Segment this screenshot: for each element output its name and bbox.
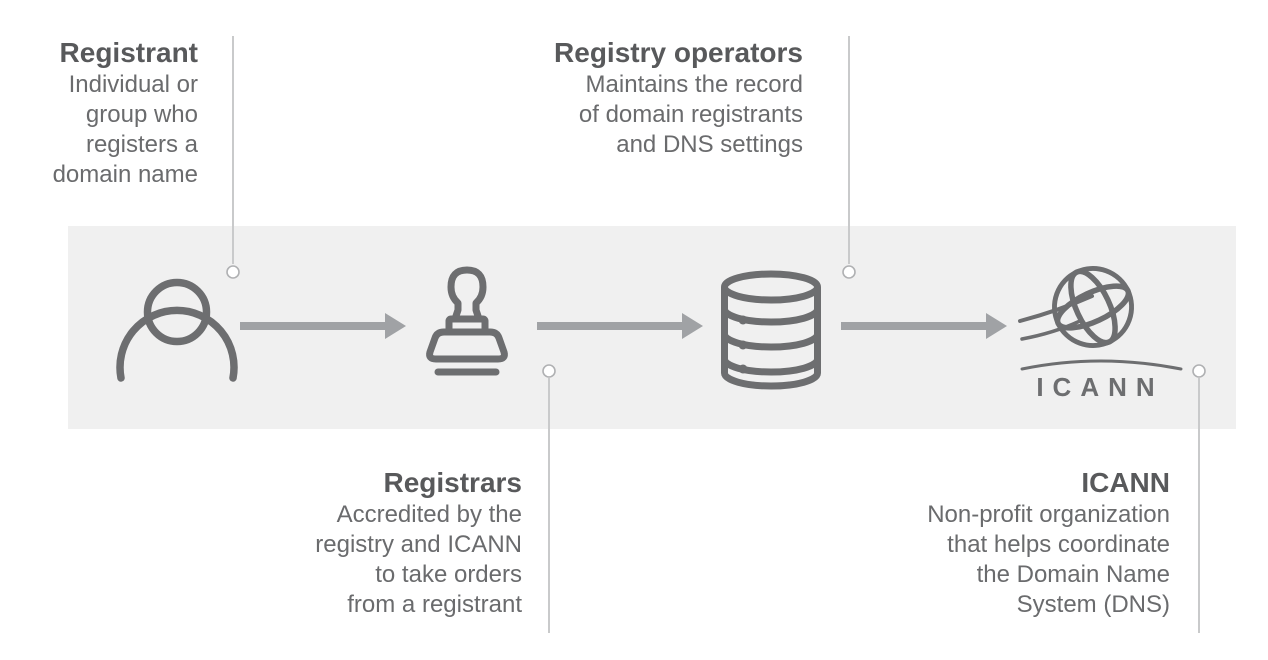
database-icon <box>721 270 821 390</box>
globe-swoosh-icon <box>1020 319 1082 341</box>
icann-callout <box>1192 364 1206 633</box>
registry-operators-callout <box>842 36 856 279</box>
person-icon <box>116 278 238 382</box>
callout-dot <box>1192 364 1206 378</box>
icann-globe-logo <box>1018 266 1183 371</box>
flow-arrow-registrars-to-registry <box>537 313 703 339</box>
flow-arrow-registry-to-icann <box>841 313 1007 339</box>
callout-dot <box>842 265 856 279</box>
icann-logo-wordmark: ICANN <box>1036 372 1164 402</box>
icann-title: ICANN <box>1081 467 1170 498</box>
globe-swoosh-icon <box>1018 294 1094 323</box>
registrars-callout <box>542 364 556 633</box>
flow-arrow-registrant-to-registrars <box>240 313 406 339</box>
registrars-title: Registrars <box>383 467 522 498</box>
rubber-stamp-icon <box>426 266 508 376</box>
registrant-title: Registrant <box>59 37 198 68</box>
callout-dot <box>542 364 556 378</box>
logo-underline-swoosh-icon <box>1020 359 1183 371</box>
registrant-callout <box>226 36 240 279</box>
callout-dot <box>226 265 240 279</box>
registry-operators-title: Registry operators <box>554 37 803 68</box>
